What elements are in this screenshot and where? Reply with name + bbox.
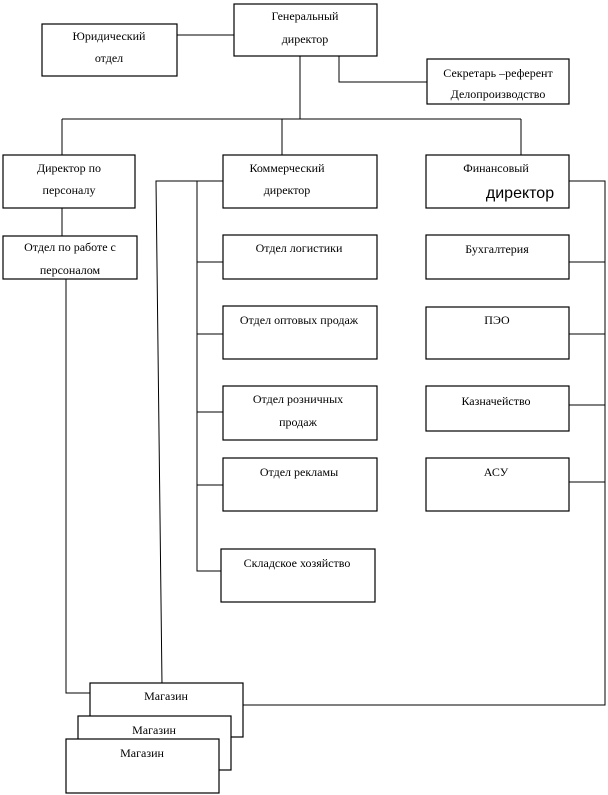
node-label: Казначейство bbox=[461, 394, 530, 408]
node-label: Юридический bbox=[73, 29, 147, 43]
connectors bbox=[61, 34, 606, 706]
node-label: директор bbox=[282, 32, 329, 46]
node-label: директор bbox=[264, 183, 311, 197]
node-label: Отдел по работе с bbox=[24, 240, 116, 254]
node-retail: Отдел розничных продаж bbox=[222, 385, 378, 441]
node-label: Отдел оптовых продаж bbox=[240, 313, 359, 327]
node-label: Секретарь –референт bbox=[443, 66, 553, 80]
node-label: Магазин bbox=[132, 723, 176, 737]
node-label: продаж bbox=[279, 415, 318, 429]
node-general-director: Генеральный директор bbox=[233, 3, 378, 57]
node-label: персоналом bbox=[40, 263, 101, 277]
node-label: Магазин bbox=[120, 746, 164, 760]
node-advertising: Отдел рекламы bbox=[222, 457, 378, 512]
node-label: Генеральный bbox=[272, 9, 339, 23]
node-secretary: Секретарь –референт Делопроизводство bbox=[426, 58, 570, 105]
node-legal-dept: Юридический отдел bbox=[41, 23, 178, 77]
node-label: Финансовый bbox=[463, 161, 529, 175]
node-label: Бухгалтерия bbox=[465, 242, 529, 256]
node-label: Делопроизводство bbox=[451, 87, 546, 101]
node-store: Магазин bbox=[65, 738, 220, 794]
node-label: Складское хозяйство bbox=[244, 556, 351, 570]
node-label: ПЭО bbox=[484, 313, 510, 327]
node-asu: АСУ bbox=[425, 457, 570, 512]
node-financial-director: Финансовый директор bbox=[425, 154, 570, 209]
node-wholesale: Отдел оптовых продаж bbox=[222, 305, 378, 360]
node-peo: ПЭО bbox=[425, 306, 570, 360]
node-treasury: Казначейство bbox=[425, 385, 570, 432]
node-commercial-director: Коммерческий директор bbox=[222, 154, 378, 209]
node-hr-director: Директор по персоналу bbox=[2, 154, 136, 209]
node-label: Директор по bbox=[37, 161, 101, 175]
node-label: Коммерческий bbox=[249, 161, 325, 175]
node-label: Отдел логистики bbox=[256, 241, 343, 255]
node-label: Магазин bbox=[144, 689, 188, 703]
node-warehouse: Складское хозяйство bbox=[220, 548, 376, 603]
node-logistics: Отдел логистики bbox=[222, 234, 378, 280]
node-label: АСУ bbox=[484, 465, 509, 479]
node-label: директор bbox=[486, 185, 554, 202]
node-label: Отдел розничных bbox=[253, 392, 343, 406]
node-hr-dept: Отдел по работе с персоналом bbox=[2, 235, 138, 280]
node-accounting: Бухгалтерия bbox=[425, 234, 570, 280]
node-label: отдел bbox=[95, 51, 123, 65]
node-label: персоналу bbox=[43, 183, 96, 197]
node-label: Отдел рекламы bbox=[260, 465, 338, 479]
